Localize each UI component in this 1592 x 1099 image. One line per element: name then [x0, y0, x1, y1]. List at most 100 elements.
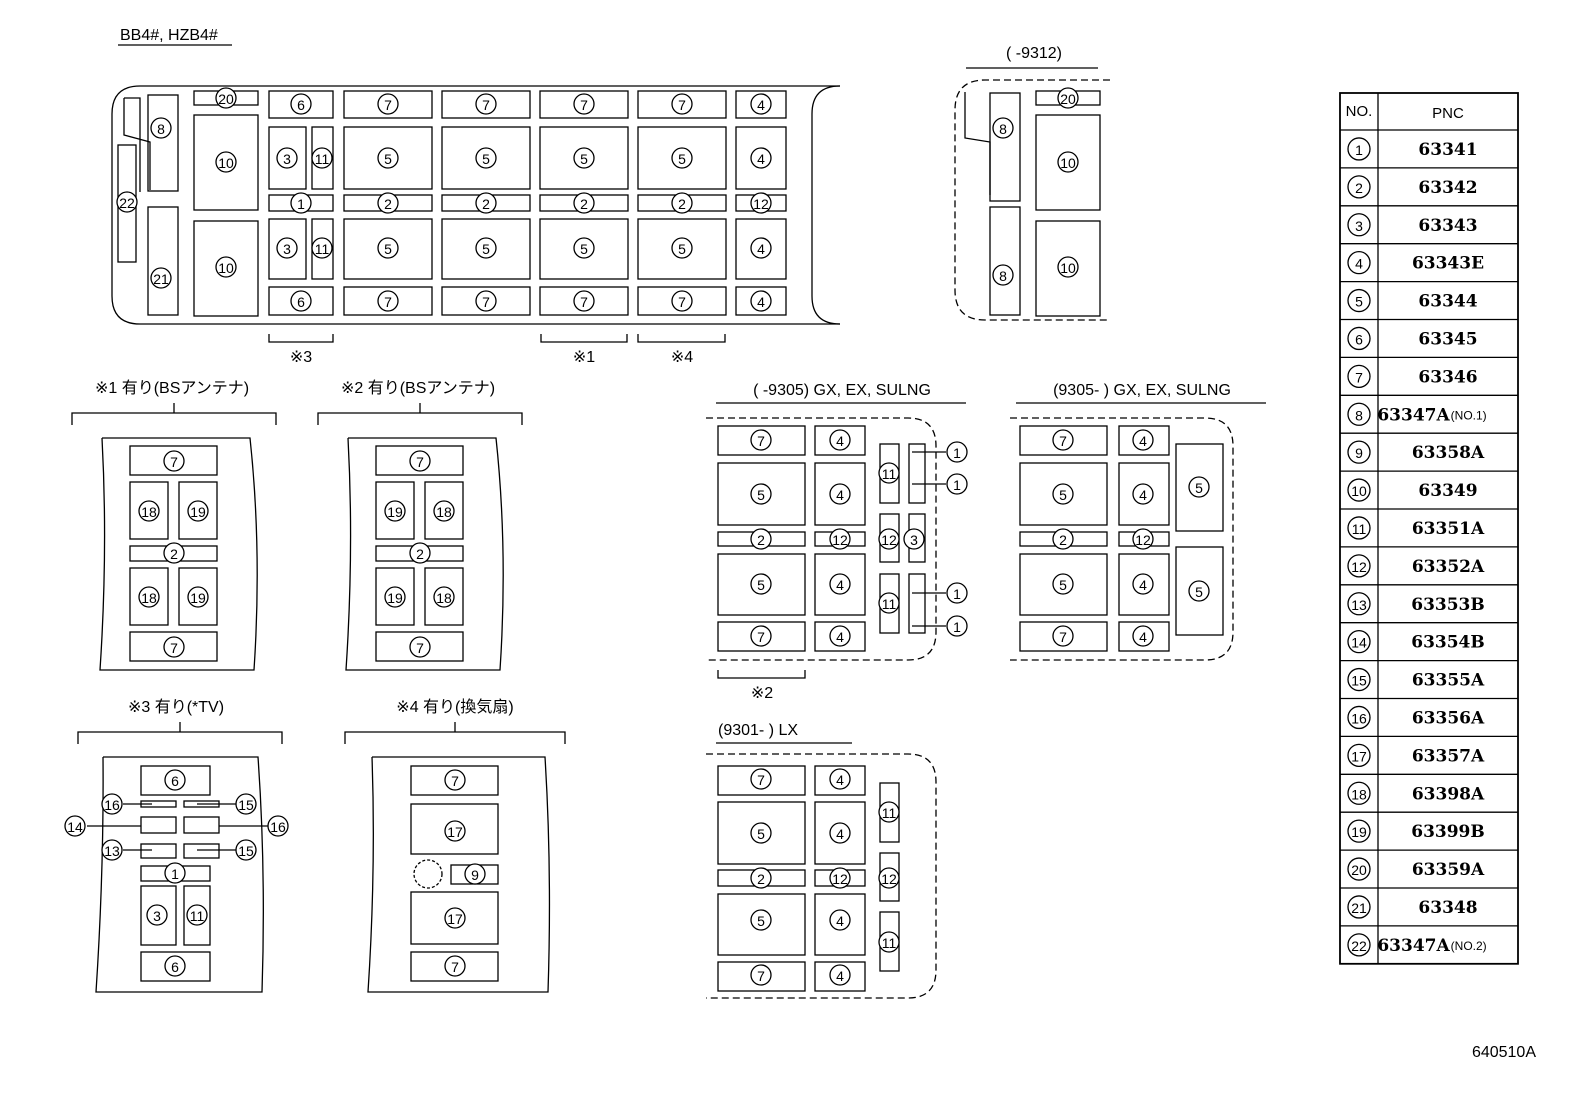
panel — [539, 286, 629, 316]
pnc-note: (NO.2) — [1451, 939, 1487, 953]
callout-circle — [163, 636, 185, 658]
callout-number: 9 — [471, 867, 479, 883]
callout-number: 17 — [447, 911, 463, 927]
callout-circle — [1052, 429, 1074, 451]
outline — [367, 756, 551, 993]
outline — [344, 731, 566, 744]
callout-number: 15 — [238, 797, 254, 813]
callout-number: 7 — [757, 968, 765, 984]
callout-number: 1 — [953, 619, 961, 635]
dashed-circle — [413, 859, 443, 889]
row-pnc: 63347A(NO.1) — [1377, 405, 1486, 425]
panel — [735, 286, 787, 316]
callout-number: 12 — [832, 871, 848, 887]
callout-number: 7 — [580, 294, 588, 310]
callout-number: 6 — [171, 773, 179, 789]
callout-circle — [116, 191, 138, 213]
row-number-circle — [1347, 213, 1371, 237]
callout-circle — [573, 237, 595, 259]
row-number: 10 — [1351, 483, 1367, 499]
callout-circle — [1132, 625, 1154, 647]
outline — [345, 437, 504, 671]
callout-circle — [829, 909, 851, 931]
row-number-circle — [1347, 516, 1371, 540]
callout-number: 5 — [1195, 584, 1203, 600]
panel — [814, 961, 866, 992]
row-number-circle — [1347, 743, 1371, 767]
callout-number: 6 — [297, 97, 305, 113]
callout-circle — [290, 93, 312, 115]
panel — [441, 90, 531, 119]
callout-number: 11 — [882, 596, 897, 612]
callout-number: 12 — [753, 196, 769, 212]
callout-circle — [829, 822, 851, 844]
row-pnc: 63358A — [1412, 443, 1485, 463]
pnc-code: 63399B — [1411, 822, 1485, 842]
row-number: 21 — [1351, 900, 1367, 916]
note-title: ※4 有り(換気扇) — [396, 698, 513, 716]
callout-circle — [215, 151, 237, 173]
callout-circle — [290, 192, 312, 214]
model-label: BB4#, HZB4# — [120, 27, 218, 44]
panel — [178, 481, 218, 540]
panel — [717, 961, 806, 992]
row-pnc: 63355A — [1412, 671, 1485, 691]
callout-number: 12 — [881, 532, 897, 548]
panel — [375, 631, 464, 662]
panel — [140, 843, 177, 859]
outline — [964, 92, 991, 195]
row-pnc: 63357A — [1412, 746, 1485, 766]
outline — [706, 753, 937, 999]
outline — [123, 97, 151, 192]
panel — [147, 206, 179, 316]
callout-circle — [409, 636, 431, 658]
panel — [375, 567, 415, 626]
pnc-code: 63342 — [1418, 178, 1477, 198]
pnc-code: 63352A — [1412, 557, 1485, 577]
callout-number: 10 — [218, 260, 234, 276]
callout-number: 7 — [482, 97, 490, 113]
callout-circle — [377, 237, 399, 259]
callout-circle — [750, 483, 772, 505]
outline — [99, 437, 258, 671]
row-number-circle — [1347, 478, 1371, 502]
callout-circle — [829, 768, 851, 790]
callout-number: 7 — [580, 97, 588, 113]
callout-circle — [878, 528, 900, 550]
pnc-code: 63344 — [1418, 292, 1477, 312]
callout-number: 5 — [580, 241, 588, 257]
callout-number: 7 — [384, 294, 392, 310]
callout-number: 3 — [283, 241, 291, 257]
callout-number: 4 — [757, 294, 765, 310]
panel — [140, 765, 211, 796]
callout-number: 12 — [1135, 532, 1151, 548]
panel — [375, 445, 464, 476]
row-pnc: 63399B — [1411, 822, 1485, 842]
callout-number: 3 — [910, 532, 918, 548]
row-number-circle — [1347, 440, 1371, 464]
panel — [268, 126, 307, 190]
callout-circle — [150, 117, 172, 139]
panel — [1118, 425, 1170, 456]
callout-number: 16 — [104, 797, 120, 813]
callout-number: 21 — [153, 271, 169, 287]
callout-number: 11 — [315, 151, 330, 167]
callout-number: 8 — [999, 268, 1007, 284]
callout-circle — [750, 528, 772, 550]
row-number-circle — [1347, 592, 1371, 616]
outline — [706, 417, 937, 661]
row-number: 6 — [1355, 331, 1363, 347]
callout-number: 6 — [297, 294, 305, 310]
figure-code-label: 640510A — [1472, 1044, 1536, 1061]
callout-number: 15 — [238, 843, 254, 859]
row-number-circle — [1347, 288, 1371, 313]
panel — [1019, 553, 1108, 616]
callout-circle — [377, 192, 399, 214]
table-header-pnc: PNC — [1432, 105, 1464, 122]
panel — [129, 631, 218, 662]
panel — [147, 94, 179, 192]
